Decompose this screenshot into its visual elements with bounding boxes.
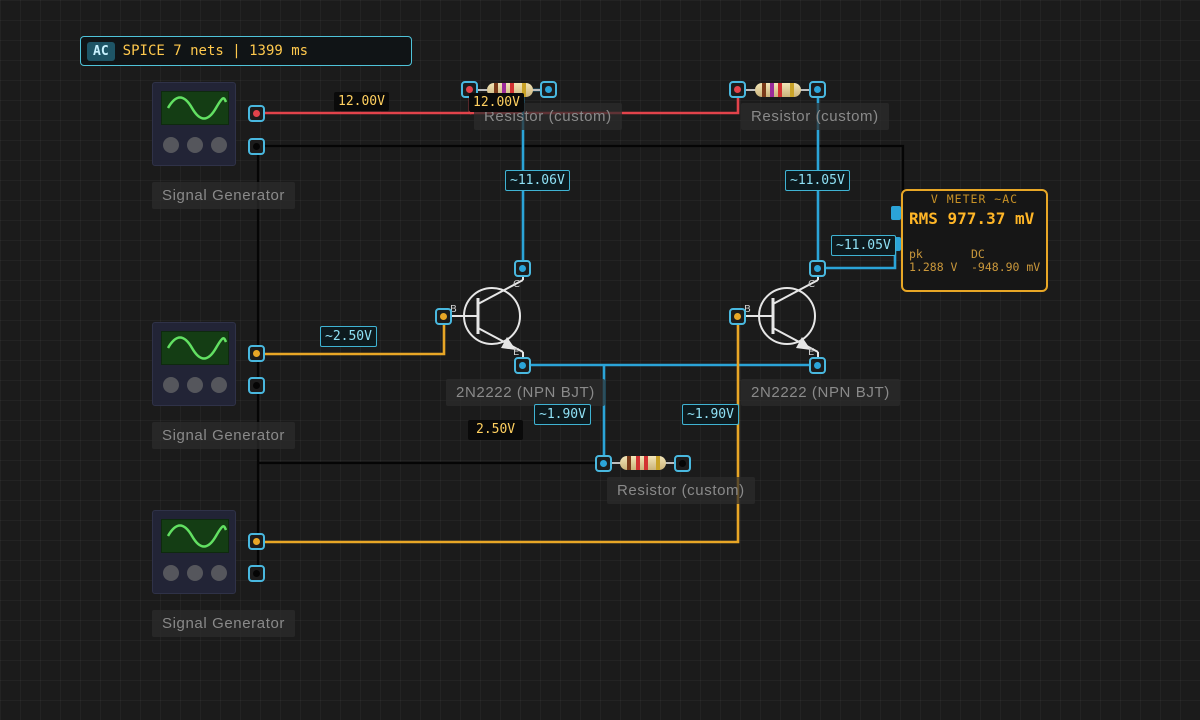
terminal-dot: [253, 110, 260, 117]
resistor-1-label: Resistor (custom): [474, 103, 622, 130]
meter-dc-label: DC: [971, 247, 985, 261]
generator-3-label: Signal Generator: [152, 610, 296, 637]
voltage-tag-gen3-dc: 2.50V: [468, 420, 524, 440]
terminal-dot: [253, 350, 260, 357]
meter-peak-label: pk: [909, 247, 923, 261]
terminal-dot: [600, 460, 607, 467]
emitter-pin-label: E: [513, 347, 519, 358]
generator-1-label: Signal Generator: [152, 182, 296, 209]
base-pin-label: B: [450, 304, 457, 315]
terminal-dot: [253, 538, 260, 545]
resistor-2-label: Resistor (custom): [741, 103, 889, 130]
meter-title: V METER ~AC: [930, 192, 1019, 206]
terminal-dot: [440, 313, 447, 320]
terminals[interactable]: [248, 81, 901, 582]
resistor-icon: [620, 456, 666, 470]
terminal-dot: [253, 143, 260, 150]
terminal-dot: [814, 86, 821, 93]
voltage-tag-q1-base: ~2.50V: [320, 326, 377, 347]
analysis-mode-badge[interactable]: AC: [87, 41, 115, 61]
base-pin-label: B: [744, 304, 751, 315]
terminal-dot: [545, 86, 552, 93]
terminal-dot: [253, 570, 260, 577]
transistor-1-label: 2N2222 (NPN BJT): [446, 379, 605, 406]
transistor-q1[interactable]: B C E: [444, 268, 524, 365]
ac-voltmeter[interactable]: V METER ~AC RMS 977.37 mV pk 1.288 V DC …: [901, 189, 1048, 292]
generator-knob[interactable]: [187, 377, 203, 393]
sine-wave-icon: [166, 96, 228, 120]
orange-wires[interactable]: [258, 318, 740, 544]
signal-generator-2[interactable]: [152, 322, 236, 406]
generator-knob[interactable]: [211, 377, 227, 393]
generator-knob[interactable]: [163, 565, 179, 581]
collector-pin-label: C: [808, 279, 815, 290]
sine-wave-icon: [166, 524, 228, 548]
generator-2-label: Signal Generator: [152, 422, 296, 449]
black-wires[interactable]: [256, 144, 905, 575]
terminal-dot: [519, 362, 526, 369]
resistor-3[interactable]: [604, 456, 683, 470]
emitter-pin-label: E: [808, 347, 814, 358]
terminal-dot: [814, 362, 821, 369]
meter-rms-reading: RMS 977.37 mV: [909, 209, 1035, 228]
terminal-dot: [679, 460, 686, 467]
meter-peak-value: 1.288 V: [909, 260, 958, 274]
generator-knob[interactable]: [211, 565, 227, 581]
terminal-dot: [734, 86, 741, 93]
voltage-tag-r1-left: 12.00V: [469, 93, 524, 112]
terminal-dot: [466, 86, 473, 93]
generator-knob[interactable]: [187, 565, 203, 581]
npn-transistor-icon: [738, 268, 819, 365]
generator-knob[interactable]: [187, 137, 203, 153]
simulation-status-bar: AC SPICE 7 nets | 1399 ms: [80, 36, 412, 66]
signal-generator-1[interactable]: [152, 82, 236, 166]
npn-transistor-icon: [444, 268, 524, 365]
voltage-tag-12v-rail: 12.00V: [334, 92, 389, 111]
generator-screen: [161, 519, 229, 553]
terminal-dot: [253, 382, 260, 389]
voltage-tag-emitters: ~1.90V: [534, 404, 591, 425]
terminal-dot: [814, 265, 821, 272]
collector-pin-label: C: [513, 279, 520, 290]
signal-generator-3[interactable]: [152, 510, 236, 594]
voltage-tag-meter-probe: ~11.05V: [831, 235, 896, 256]
voltage-tag-q2-collector: ~11.05V: [785, 170, 850, 191]
terminal-dot: [519, 265, 526, 272]
sine-wave-icon: [166, 336, 228, 360]
transistor-2-label: 2N2222 (NPN BJT): [741, 379, 900, 406]
voltage-tag-q2-emitter-side: ~1.90V: [682, 404, 739, 425]
generator-knob[interactable]: [163, 377, 179, 393]
terminal-dot: [734, 313, 741, 320]
generator-knob[interactable]: [163, 137, 179, 153]
voltage-tag-q1-collector: ~11.06V: [505, 170, 570, 191]
generator-knob[interactable]: [211, 137, 227, 153]
transistor-q2[interactable]: B C E: [738, 268, 819, 365]
simulation-status-text: SPICE 7 nets | 1399 ms: [122, 43, 309, 59]
meter-ground-terminal[interactable]: [891, 206, 901, 220]
generator-screen: [161, 331, 229, 365]
resistor-2[interactable]: [738, 83, 818, 97]
meter-dc-value: -948.90 mV: [971, 260, 1041, 274]
resistor-3-label: Resistor (custom): [607, 477, 755, 504]
generator-screen: [161, 91, 229, 125]
